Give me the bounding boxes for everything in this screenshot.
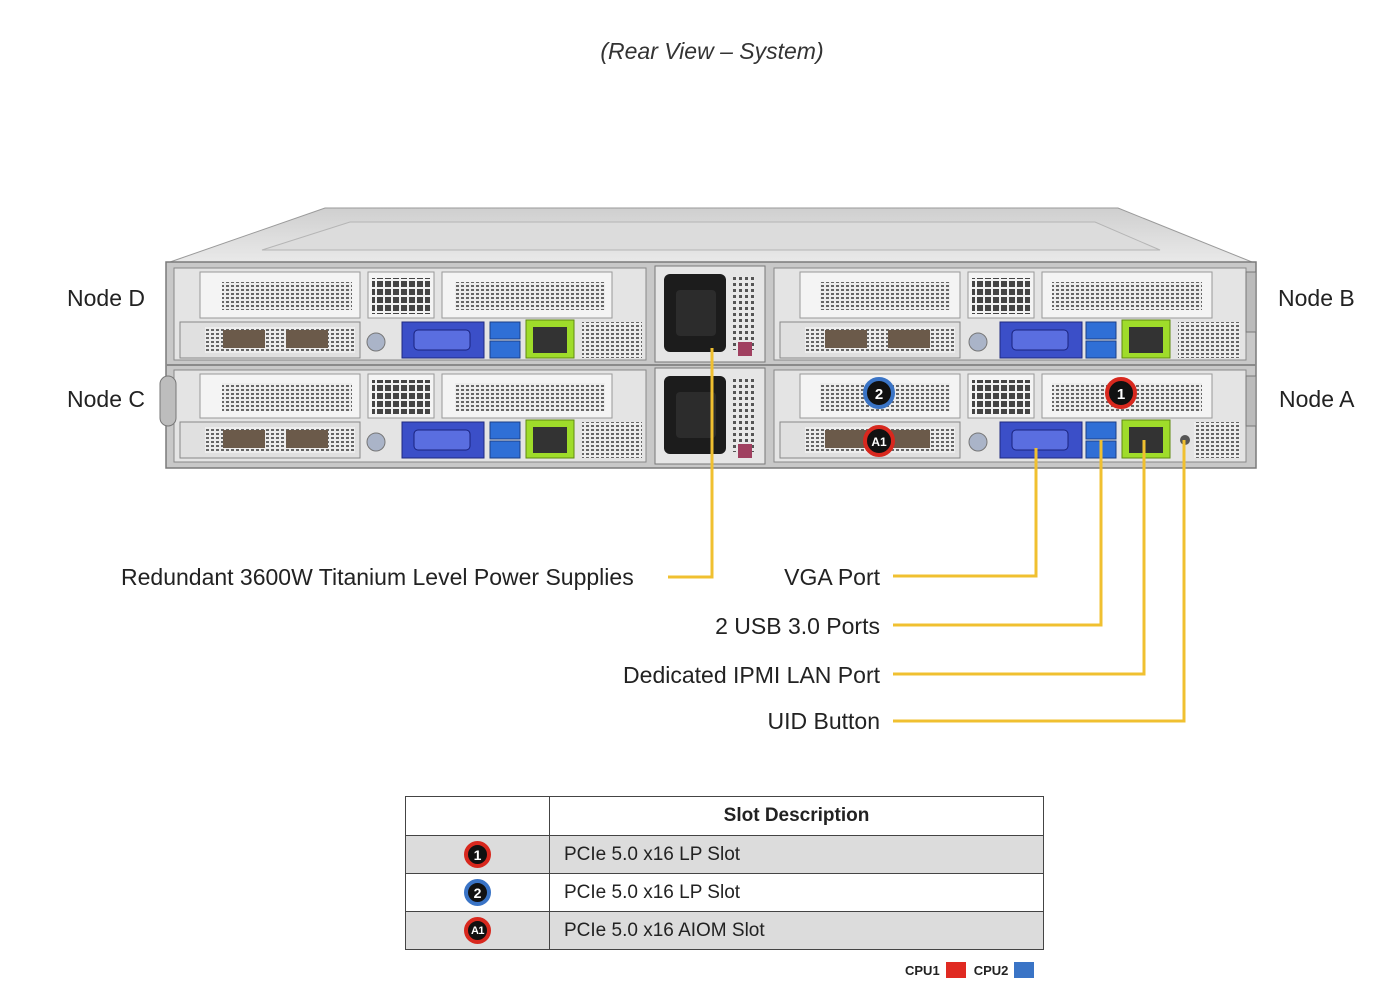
ipmi-callout-line [893, 440, 1146, 676]
slot-badge-2: 2 [464, 879, 491, 906]
legend-cpu1-swatch [945, 962, 966, 978]
callout-lines [668, 348, 1186, 723]
table-row: 2 PCIe 5.0 x16 LP Slot [405, 873, 1044, 912]
slot-badge-1: 1 [464, 841, 491, 868]
power-supplies-callout: Redundant 3600W Titanium Level Power Sup… [121, 564, 634, 590]
table-header-slot-description: Slot Description [549, 796, 1044, 836]
table-header-row: Slot Description [405, 796, 1044, 836]
ipmi-lan-callout: Dedicated IPMI LAN Port [623, 662, 880, 688]
node-d-label: Node D [67, 285, 145, 311]
node-a-label: Node A [1279, 386, 1355, 412]
node-a-module [773, 369, 1247, 463]
node-d-module [173, 267, 647, 361]
power-supply-upper [654, 265, 766, 363]
node-c-module [159, 369, 647, 463]
slot-marker-1-label: 1 [1117, 386, 1125, 403]
table-row: 1 PCIe 5.0 x16 LP Slot [405, 835, 1044, 874]
legend-cpu2-label: CPU2 [973, 962, 1009, 978]
usb-ports-callout: 2 USB 3.0 Ports [715, 613, 880, 639]
uid-callout-line [893, 440, 1186, 723]
legend-cpu2-swatch [1014, 962, 1035, 978]
slot-description-cell: PCIe 5.0 x16 LP Slot [549, 835, 1044, 874]
slot-marker-a1: A1 [863, 425, 895, 457]
table-row: A1 PCIe 5.0 x16 AIOM Slot [405, 911, 1044, 950]
usb-callout-line [893, 440, 1103, 627]
vga-port-callout: VGA Port [784, 564, 880, 590]
table-header-blank [405, 796, 550, 836]
slot-description-table: Slot Description 1 PCIe 5.0 x16 LP Slot … [405, 796, 1044, 950]
slot-badge-a1: A1 [464, 917, 491, 944]
uid-button-callout: UID Button [767, 708, 881, 734]
node-b-label: Node B [1278, 285, 1355, 311]
power-callout-line [668, 348, 714, 579]
slot-marker-a1-label: A1 [871, 435, 887, 449]
slot-description-cell: PCIe 5.0 x16 AIOM Slot [549, 911, 1044, 950]
legend-cpu1-label: CPU1 [905, 962, 940, 978]
slot-description-cell: PCIe 5.0 x16 LP Slot [549, 873, 1044, 912]
slot-marker-1: 1 [1105, 377, 1137, 409]
vga-callout-line [893, 448, 1038, 578]
power-supply-lower [654, 367, 766, 465]
slot-marker-2: 2 [863, 377, 895, 409]
node-b-module [773, 267, 1247, 361]
view-title: (Rear View – System) [600, 38, 824, 64]
cpu-legend: CPU1 CPU2 [905, 962, 1042, 978]
slot-marker-2-label: 2 [875, 386, 883, 403]
node-c-label: Node C [67, 386, 145, 412]
